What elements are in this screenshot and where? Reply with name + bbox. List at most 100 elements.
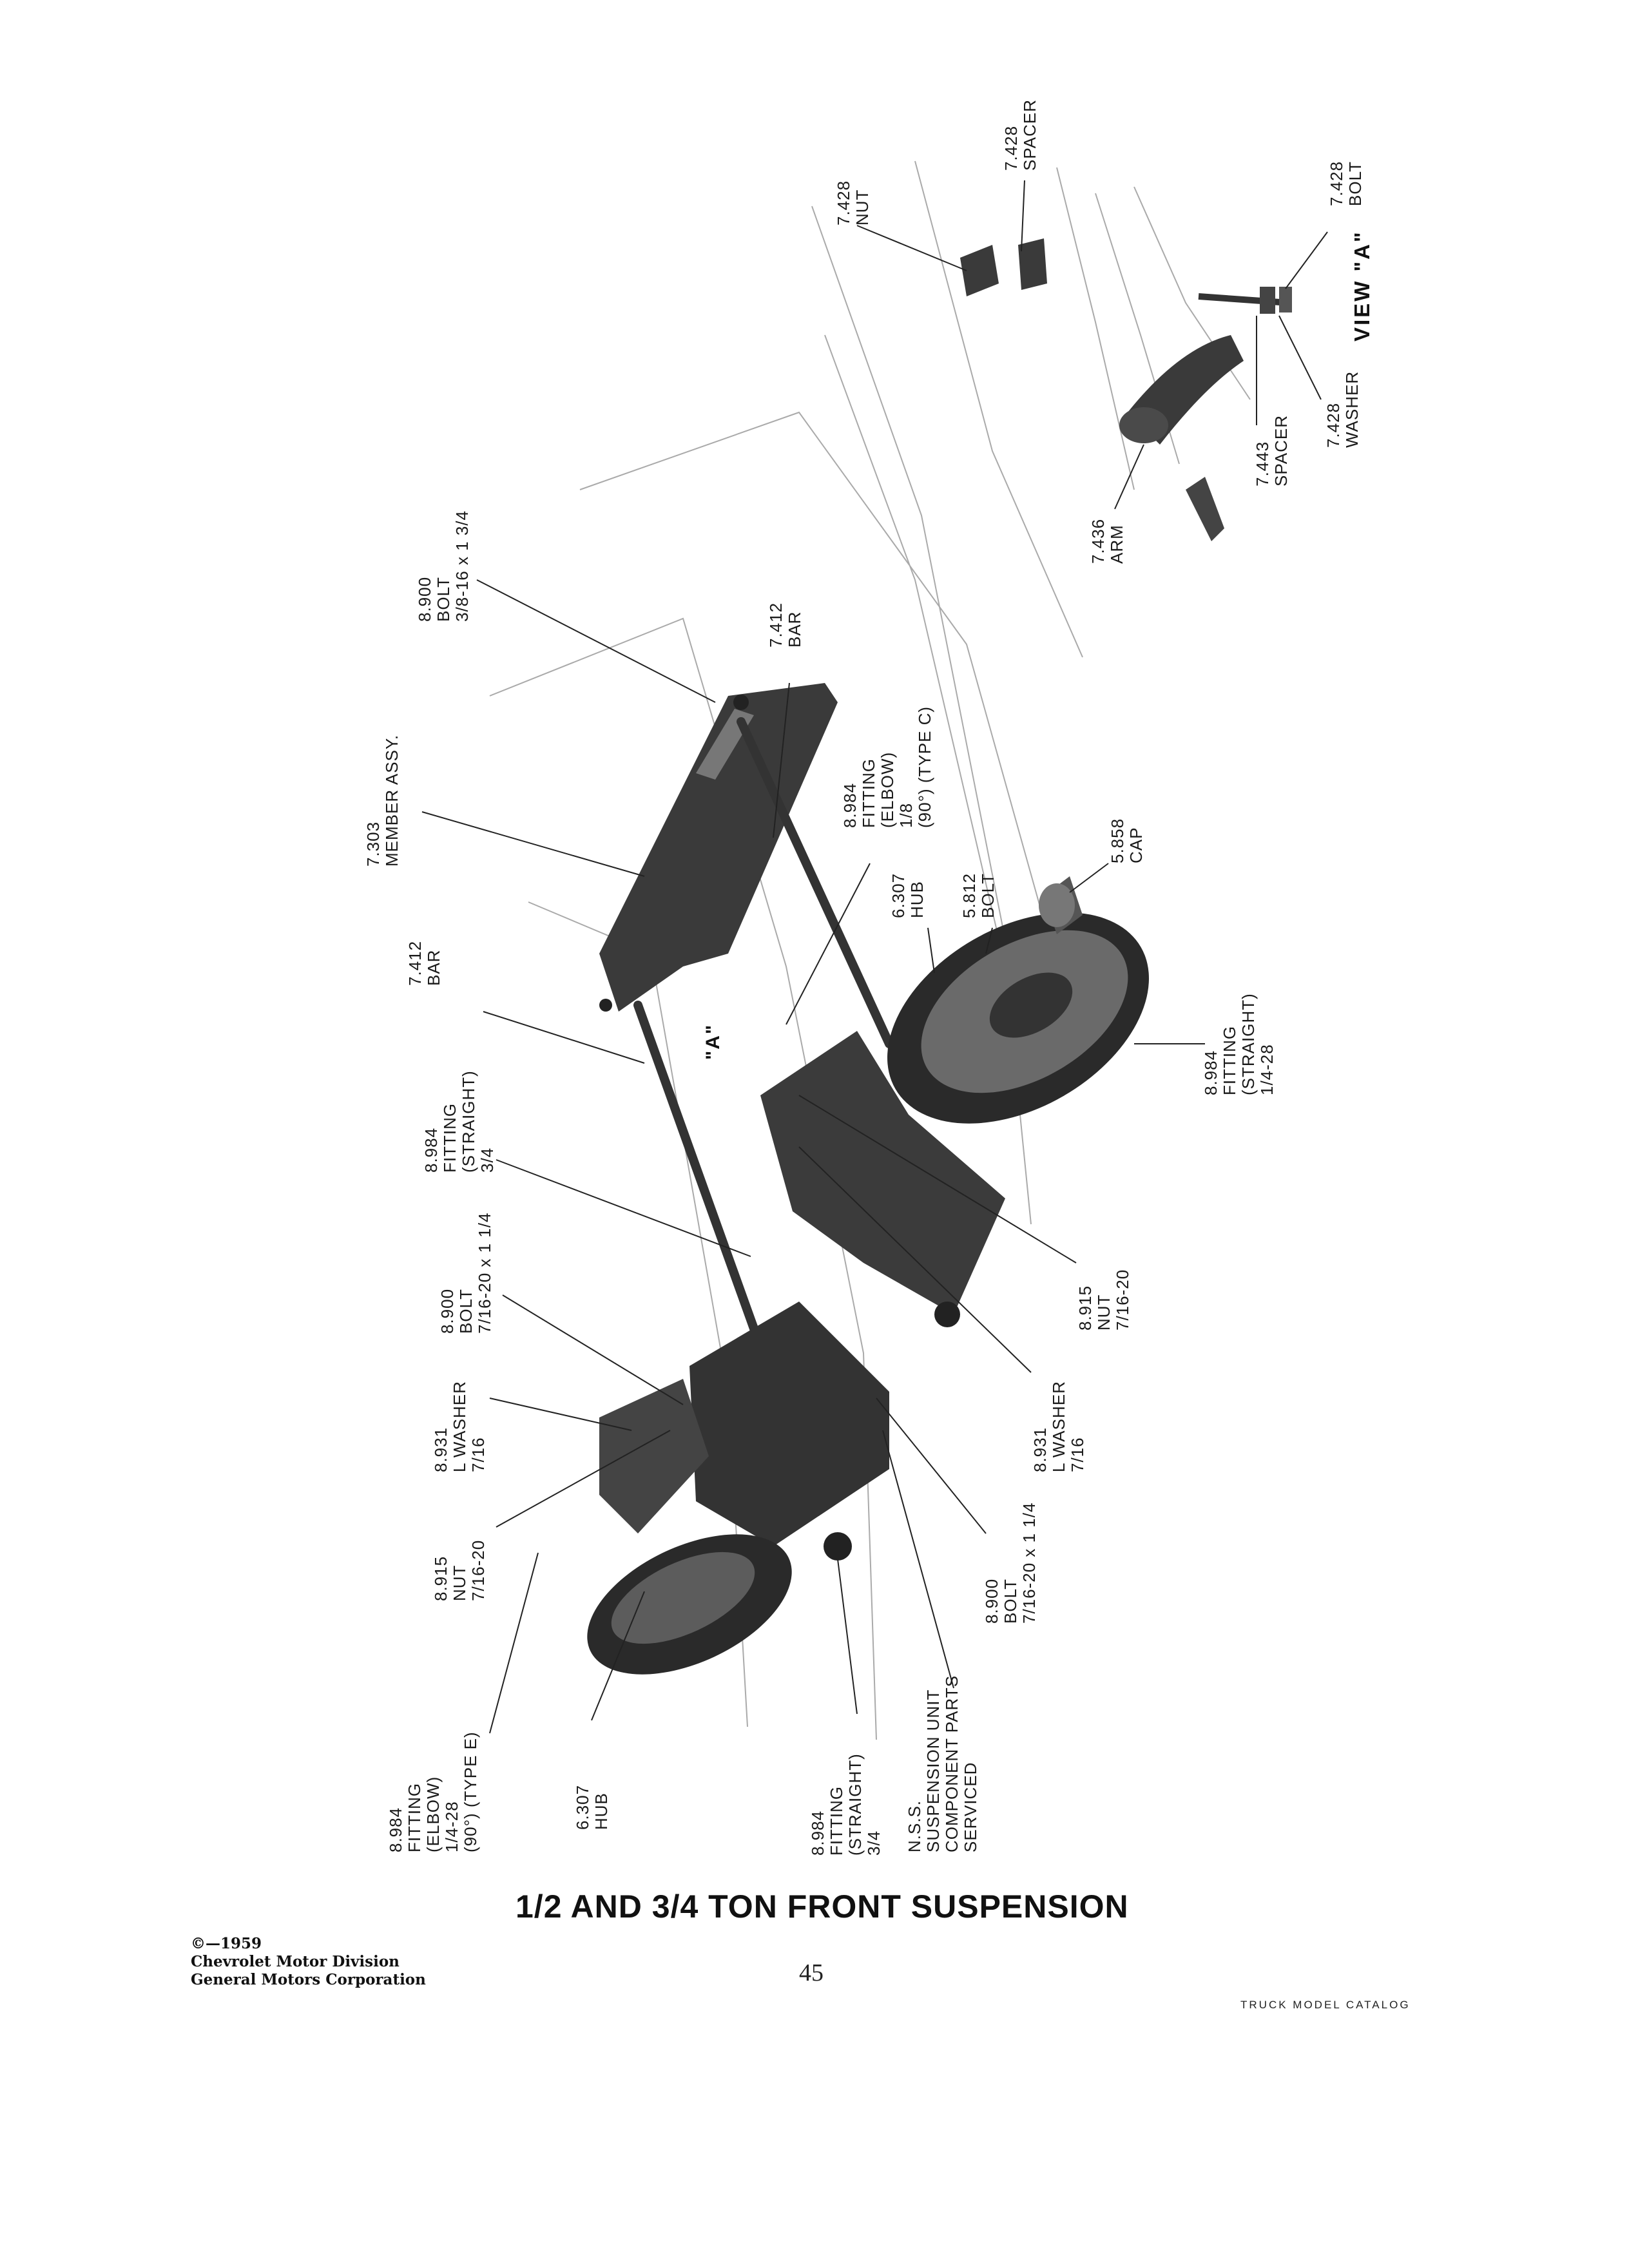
part-number: 8.984: [386, 1807, 405, 1852]
callout-hub-6307-left: 6.307 HUB: [573, 1784, 611, 1830]
part-name: NUT: [1094, 1294, 1113, 1331]
callout-bolt-8900-top: 8.900 BOLT 3/8-16 x 1 3/4: [415, 510, 472, 622]
callout-bolt-7428: 7.428 BOLT: [1327, 161, 1365, 206]
torsion-bars: [633, 717, 894, 1351]
part-number: 8.984: [840, 782, 860, 828]
part-number: 8.931: [431, 1427, 450, 1472]
part-name: FITTING: [859, 758, 878, 828]
part-name: BOLT: [456, 1289, 476, 1334]
page-title: 1/2 AND 3/4 TON FRONT SUSPENSION: [516, 1888, 1129, 1925]
part-spec: (90°) (TYPE C): [915, 706, 934, 828]
part-name: L WASHER: [1049, 1381, 1068, 1472]
part-name: HUB: [907, 881, 927, 918]
part-name: SUSPENSION UNIT: [923, 1689, 943, 1852]
part-spec: SERVICED: [961, 1762, 980, 1852]
part-number: 7.428: [834, 180, 853, 226]
callout-bolt-5812: 5.812 BOLT: [959, 872, 998, 918]
part-number: 8.915: [431, 1555, 450, 1601]
part-name: CAP: [1126, 827, 1146, 863]
copyright-line: Chevrolet Motor Division: [191, 1953, 400, 1970]
callout-fitting-8984-straight-low: 8.984 FITTING (STRAIGHT) 3/4: [808, 1753, 883, 1856]
part-number: 6.307: [889, 872, 908, 918]
callout-nut-8915-left: 8.915 NUT 7/16-20: [431, 1539, 488, 1601]
part-spec: (90°) (TYPE E): [461, 1731, 480, 1852]
part-number: 8.984: [1201, 1050, 1220, 1095]
part-spec: 7/16: [468, 1437, 488, 1472]
part-number: 8.900: [982, 1578, 1001, 1624]
part-name: BOLT: [1001, 1579, 1020, 1624]
part-number: 8.915: [1075, 1285, 1095, 1331]
callout-member-assy-7303: 7.303 MEMBER ASSY.: [363, 735, 401, 867]
part-name: FITTING: [440, 1102, 459, 1173]
callout-nss-suspension-unit: N.S.S. SUSPENSION UNIT COMPONENT PARTS S…: [905, 1675, 980, 1852]
part-name: BAR: [785, 611, 804, 648]
part-number: 7.412: [766, 602, 786, 648]
callout-bolt-8900-mid: 8.900 BOLT 7/16-20 x 1 1/4: [438, 1213, 494, 1334]
callout-washer-7428: 7.428 WASHER: [1324, 371, 1362, 448]
part-number: 5.812: [959, 872, 979, 918]
part-name: BOLT: [1345, 161, 1365, 206]
part-name: BOLT: [434, 577, 453, 622]
a-marker: "A": [702, 1023, 724, 1060]
part-name: ARM: [1107, 524, 1126, 564]
part-spec: (ELBOW): [878, 751, 897, 828]
part-number: 6.307: [573, 1784, 592, 1830]
callout-fitting-8984-straight-mid: 8.984 FITTING (STRAIGHT) 3/4: [421, 1070, 497, 1173]
part-name: FITTING: [405, 1782, 424, 1852]
part-name: SPACER: [1020, 99, 1039, 171]
part-name: FITTING: [1220, 1025, 1239, 1095]
callout-spacer-7443: 7.443 SPACER: [1253, 415, 1291, 486]
part-spec: 7/16: [1068, 1437, 1087, 1472]
callout-lwasher-8931-right: 8.931 L WASHER 7/16: [1030, 1381, 1087, 1472]
part-number: 8.900: [438, 1288, 457, 1334]
callout-fitting-8984-elbow-e: 8.984 FITTING (ELBOW) 1/4-28 (90°) (TYPE…: [386, 1731, 480, 1852]
callout-hub-6307-right: 6.307 HUB: [889, 873, 927, 918]
part-spec: (ELBOW): [423, 1776, 443, 1852]
view-a-detail: [960, 238, 1292, 541]
part-spec: (STRAIGHT): [845, 1753, 865, 1856]
part-spec: 7/16-20: [468, 1539, 488, 1601]
part-number: 7.428: [1001, 125, 1021, 171]
callout-bar-7412-mid: 7.412 BAR: [405, 941, 443, 986]
part-spec: (STRAIGHT): [459, 1070, 478, 1173]
part-spec: COMPONENT PARTS: [942, 1675, 961, 1852]
part-name: NUT: [853, 189, 872, 226]
callout-spacer-7428: 7.428 SPACER: [1001, 99, 1039, 171]
catalog-footer: TRUCK MODEL CATALOG: [1240, 1999, 1411, 2011]
part-spec: 1/8: [896, 802, 916, 828]
part-number: 7.443: [1253, 441, 1272, 486]
part-spec: 7/16-20 x 1 1/4: [1019, 1502, 1039, 1624]
part-name: SPACER: [1271, 415, 1291, 486]
right-hub-assembly: [760, 912, 1149, 1327]
part-name: BAR: [424, 949, 443, 986]
part-spec: 1/4-28: [442, 1801, 461, 1852]
part-spec: 7/16-20 x 1 1/4: [475, 1212, 494, 1334]
callout-nut-7428: 7.428 NUT: [834, 180, 872, 226]
part-name: NUT: [450, 1564, 469, 1601]
part-number: 7.428: [1327, 160, 1346, 206]
leader-lines: [421, 180, 1328, 1734]
part-name: HUB: [592, 1792, 611, 1830]
part-name: BOLT: [978, 873, 998, 918]
copyright-line: General Motors Corporation: [191, 1971, 426, 1988]
callout-lwasher-8931-left: 8.931 L WASHER 7/16: [431, 1381, 488, 1472]
callout-bolt-8900-low: 8.900 BOLT 7/16-20 x 1 1/4: [982, 1502, 1039, 1624]
part-spec: 7/16-20: [1113, 1269, 1132, 1331]
part-number: 8.984: [421, 1127, 441, 1173]
part-spec: 3/8-16 x 1 3/4: [452, 510, 472, 622]
part-number: 7.428: [1324, 402, 1343, 448]
copyright-line: ©—1959: [191, 1935, 262, 1952]
part-number: 7.436: [1088, 518, 1108, 564]
hub-cap: [1039, 876, 1083, 934]
part-spec: 3/4: [477, 1147, 497, 1173]
part-name: L WASHER: [450, 1381, 469, 1472]
callout-fitting-8984-straight-right: 8.984 FITTING (STRAIGHT) 1/4-28: [1201, 993, 1277, 1095]
callout-nut-8915-right: 8.915 NUT 7/16-20: [1075, 1269, 1132, 1331]
part-spec: 1/4-28: [1257, 1044, 1277, 1095]
callout-bar-7412-top: 7.412 BAR: [766, 602, 804, 648]
part-number: 8.931: [1030, 1427, 1050, 1472]
view-a-label: VIEW "A": [1350, 230, 1374, 341]
part-spec: 3/4: [864, 1830, 883, 1856]
callout-fitting-8984-elbow-c: 8.984 FITTING (ELBOW) 1/8 (90°) (TYPE C): [840, 706, 934, 828]
